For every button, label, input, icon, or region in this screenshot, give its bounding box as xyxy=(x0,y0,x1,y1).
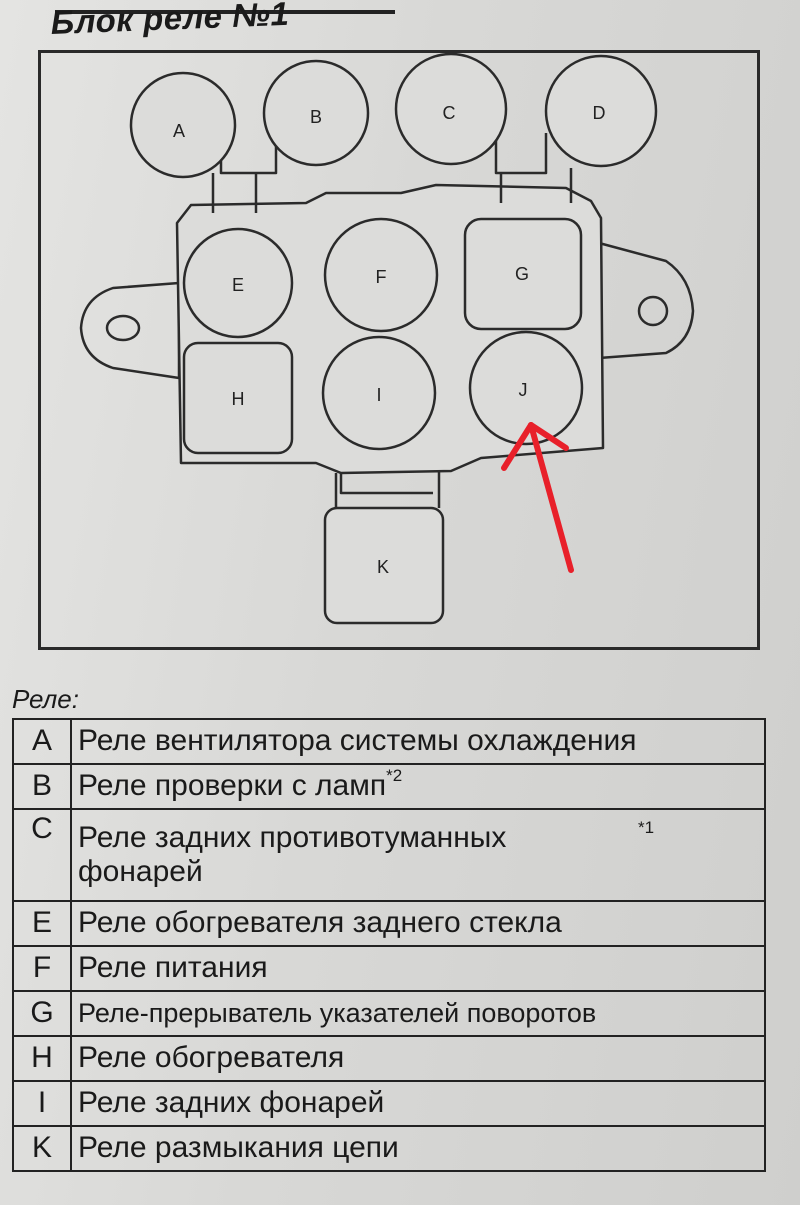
relay-legend-table: A Реле вентилятора системы охлаждения B … xyxy=(12,718,766,1172)
table-row: K Реле размыкания цепи xyxy=(12,1125,766,1172)
relay-description: Реле проверки с ламп*2 xyxy=(70,763,766,810)
relay-code: H xyxy=(12,1035,72,1082)
legend-caption: Реле: xyxy=(12,684,79,714)
top-rule xyxy=(55,0,395,14)
table-row: C Реле задних противотуманных фонарей *1 xyxy=(12,808,766,902)
table-row: H Реле обогревателя xyxy=(12,1035,766,1082)
footnote-mark: *2 xyxy=(386,766,403,786)
relay-i-outline xyxy=(321,335,437,451)
relay-g-outline xyxy=(463,217,583,331)
table-row: G Реле-прерыватель указателей поворотов xyxy=(12,990,766,1037)
relay-h-outline xyxy=(182,341,294,455)
table-row: F Реле питания xyxy=(12,945,766,992)
relay-label-k: K xyxy=(377,557,389,577)
relay-d-outline xyxy=(544,54,658,168)
left-mount-hole xyxy=(105,314,141,342)
relay-code: A xyxy=(12,718,72,765)
relay-label-e: E xyxy=(232,275,244,295)
relay-code: F xyxy=(12,945,72,992)
relay-description-text: Реле обогревателя заднего стекла xyxy=(78,906,562,940)
relay-description: Реле задних противотуманных фонарей *1 xyxy=(70,808,766,902)
relay-label-h: H xyxy=(232,389,245,409)
relay-code: C xyxy=(12,808,72,902)
relay-description-text: Реле проверки с ламп xyxy=(78,769,387,803)
table-row: B Реле проверки с ламп*2 xyxy=(12,763,766,810)
relay-description-text: Реле питания xyxy=(78,951,268,985)
block-body xyxy=(175,183,605,475)
table-row: E Реле обогревателя заднего стекла xyxy=(12,900,766,947)
relay-code: E xyxy=(12,900,72,947)
relay-description-text: Реле обогревателя xyxy=(78,1041,345,1075)
relay-label-b: B xyxy=(310,107,322,127)
relay-description: Реле-прерыватель указателей поворотов xyxy=(70,990,766,1037)
relay-code: B xyxy=(12,763,72,810)
relay-description-text: Реле задних противотуманных фонарей xyxy=(78,820,507,889)
left-mount-ear xyxy=(79,281,181,380)
relay-label-j: J xyxy=(519,380,528,400)
relay-label-i: I xyxy=(376,385,381,405)
page-title: Блок реле №1 xyxy=(50,0,290,41)
relay-description: Реле питания xyxy=(70,945,766,992)
relay-a-outline xyxy=(129,71,237,179)
relay-label-g: G xyxy=(515,264,529,284)
relay-code: K xyxy=(12,1125,72,1172)
table-row: A Реле вентилятора системы охлаждения xyxy=(12,718,766,765)
relay-label-d: D xyxy=(593,103,606,123)
relay-description-text: Реле-прерыватель указателей поворотов xyxy=(78,997,597,1028)
relay-block-diagram: A B C D E F G H I J K xyxy=(38,50,760,650)
relay-description-text: Реле размыкания цепи xyxy=(78,1131,399,1165)
relay-c-outline xyxy=(394,53,508,166)
relay-b-outline xyxy=(262,59,370,167)
relay-label-a: A xyxy=(173,121,185,141)
relay-j-outline xyxy=(468,330,584,446)
right-mount-hole xyxy=(637,295,669,327)
relay-description: Реле задних фонарей xyxy=(70,1080,766,1127)
relay-description: Реле обогревателя заднего стекла xyxy=(70,900,766,947)
bottom-connector xyxy=(334,471,441,508)
relay-description-text: Реле задних фонарей xyxy=(78,1086,385,1120)
relay-description-text: Реле вентилятора системы охлаждения xyxy=(78,724,637,758)
relay-f-outline xyxy=(323,217,439,333)
relay-code: G xyxy=(12,990,72,1037)
relay-description: Реле обогревателя xyxy=(70,1035,766,1082)
table-row: I Реле задних фонарей xyxy=(12,1080,766,1127)
relay-label-f: F xyxy=(376,267,387,287)
relay-block-drawing: A B C D E F G H I J K xyxy=(79,53,695,625)
relay-label-c: C xyxy=(443,103,456,123)
relay-k-outline xyxy=(323,506,445,625)
relay-code: I xyxy=(12,1080,72,1127)
footnote-mark: *1 xyxy=(638,817,655,837)
relay-description: Реле размыкания цепи xyxy=(70,1125,766,1172)
right-mount-ear xyxy=(597,241,695,360)
red-arrow xyxy=(501,422,574,573)
relay-description: Реле вентилятора системы охлаждения xyxy=(70,718,766,765)
top-connector-2 xyxy=(494,128,573,203)
relay-e-outline xyxy=(182,227,294,339)
